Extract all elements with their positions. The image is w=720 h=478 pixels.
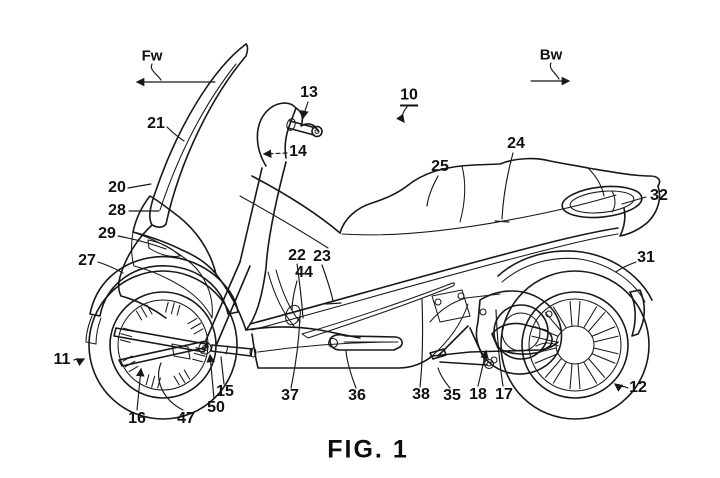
tail-section [561,167,661,237]
leader-18 [477,349,489,387]
leader-21 [166,126,185,142]
front-brake-disc-edge [113,327,207,353]
ref-label-24: 24 [507,135,525,152]
ref-label-16: 16 [128,410,146,427]
ref-label-31: 31 [637,249,655,266]
leader-lines [73,62,647,411]
leader-44 [291,280,298,311]
front-brake-caliper [171,343,191,360]
handlebar-grip [289,120,317,129]
leader-bw [549,62,560,80]
leader-17 [495,309,504,387]
windshield [149,43,249,228]
ref-label-10: 10 [400,87,418,107]
leader-38 [419,298,424,388]
leader-10 [396,106,408,124]
fairing-trim [147,239,181,258]
ref-label-21: 21 [147,115,165,132]
rear-wheel [500,270,650,420]
leader-32 [621,196,647,205]
rear-wheel-spokes [531,300,619,390]
ref-label-22: 22 [288,247,306,264]
leader-15 [220,356,225,385]
front-axle [210,344,253,357]
leader-47 [158,362,184,411]
rear-mudflap [629,289,646,337]
ref-label-50: 50 [207,399,225,416]
muffler [491,322,553,355]
ref-label-25: 25 [431,158,449,175]
leader-14 [262,149,288,158]
leader-11 [73,358,86,367]
frame-rails [249,194,619,339]
ref-label-47: 47 [177,410,195,427]
ref-label-15: 15 [216,383,234,400]
rear-fender [497,250,653,337]
ref-label-38: 38 [412,386,430,403]
side-moulding [301,282,455,339]
ref-label-12: 12 [629,379,647,396]
leader-12 [613,383,629,392]
leader-29 [117,235,167,250]
direction-label-bw: Bw [539,46,563,64]
leader-24 [494,152,514,223]
leader-16 [135,367,145,411]
floor-underbody [245,303,559,369]
leader-31 [615,261,637,273]
ref-label-36: 36 [348,387,366,404]
ref-label-14: 14 [289,143,307,160]
engine-bracket [429,289,553,355]
front-fender [85,255,239,345]
ref-label-23: 23 [313,248,331,265]
leader-23 [321,264,342,305]
ref-label-37: 37 [281,387,299,404]
ref-label-29: 29 [98,225,116,242]
ref-label-35: 35 [443,387,461,404]
figure-caption: FIG. 1 [327,435,409,464]
ref-label-17: 17 [495,386,513,403]
leader-37 [290,316,301,389]
leader-25 [426,175,439,207]
leader-13 [300,101,309,120]
ref-label-44: 44 [295,264,313,281]
ref-label-11: 11 [53,351,71,368]
seat [339,157,589,234]
leader-fw [150,63,162,81]
leader-22 [296,263,304,319]
front-wheel [88,270,238,420]
ref-label-13: 13 [300,84,318,101]
transmission-cover [475,290,563,375]
ref-label-18: 18 [469,386,487,403]
front-fairing [117,175,341,331]
ref-label-32: 32 [650,187,668,204]
ref-label-20: 20 [108,179,126,196]
leader-36 [345,350,357,389]
direction-label-fw: Fw [141,47,163,65]
leader-27 [97,261,124,274]
ref-label-27: 27 [78,252,96,269]
side-stand [327,333,403,351]
front-fork [171,261,257,360]
leader-50 [206,353,215,400]
ref-label-28: 28 [108,202,126,219]
steering-column [239,161,301,331]
leader-35 [437,367,451,389]
handlebar [256,102,323,167]
leader-20 [127,183,152,189]
